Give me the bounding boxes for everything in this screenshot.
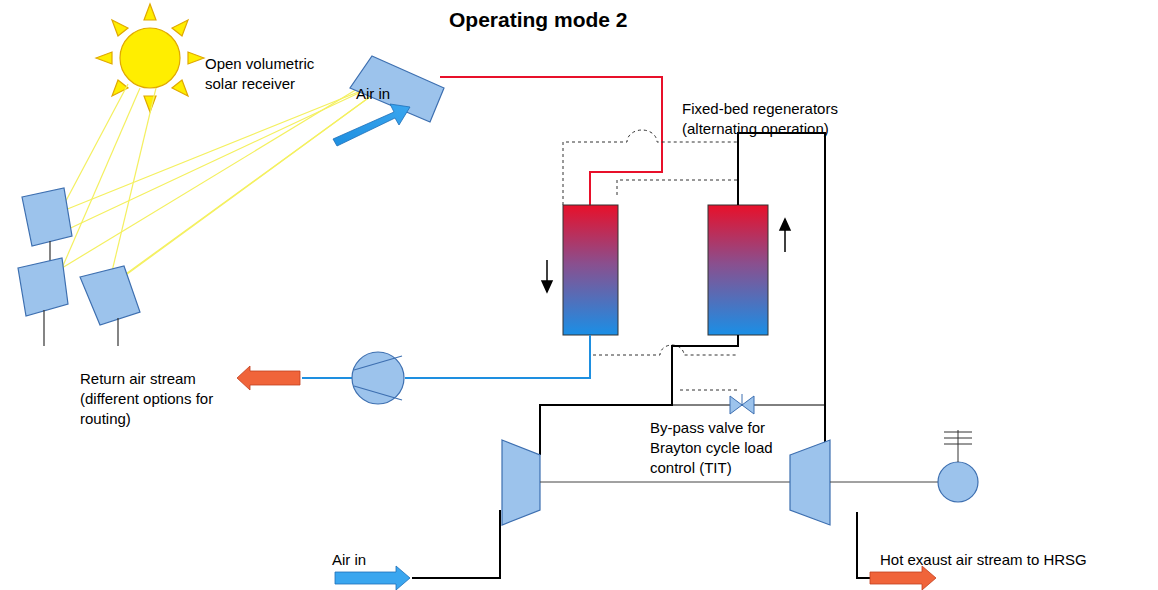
blower [352, 352, 404, 404]
shaft [540, 482, 790, 483]
regenerator [708, 205, 768, 335]
return-air-line [302, 377, 352, 379]
receiver-label: Open volumetric solar receiver [205, 54, 345, 94]
air-in-arrow [333, 104, 410, 146]
compressor [502, 440, 540, 525]
exhaust-label: Hot exaust air stream to HRSG [880, 550, 1140, 570]
air-in-label: Air in [332, 550, 392, 570]
light-rays [45, 80, 382, 300]
title: Operating mode 2 [449, 8, 628, 32]
air-in-arrow [335, 566, 410, 590]
exhaust-arrow [870, 566, 936, 590]
bypass-line [672, 394, 825, 414]
return-air-label: Return air stream (different options for… [80, 369, 230, 429]
brayton-air-lines [412, 133, 870, 578]
shaft [830, 482, 938, 483]
turbine [790, 440, 830, 525]
generator [938, 462, 978, 502]
hot-air-line [440, 77, 662, 205]
bypass-valve-label: By-pass valve for Brayton cycle load con… [650, 418, 820, 478]
grid-symbol [944, 430, 972, 462]
heliostats [18, 188, 140, 346]
regenerator-label: Fixed-bed regenerators (alternating oper… [682, 99, 882, 139]
sun [96, 4, 204, 112]
regenerator [563, 205, 618, 335]
air-in-label: Air in [356, 84, 416, 104]
return-air-arrow [237, 366, 300, 390]
flow-direction-arrows [542, 219, 790, 292]
return-air-line [405, 335, 590, 378]
